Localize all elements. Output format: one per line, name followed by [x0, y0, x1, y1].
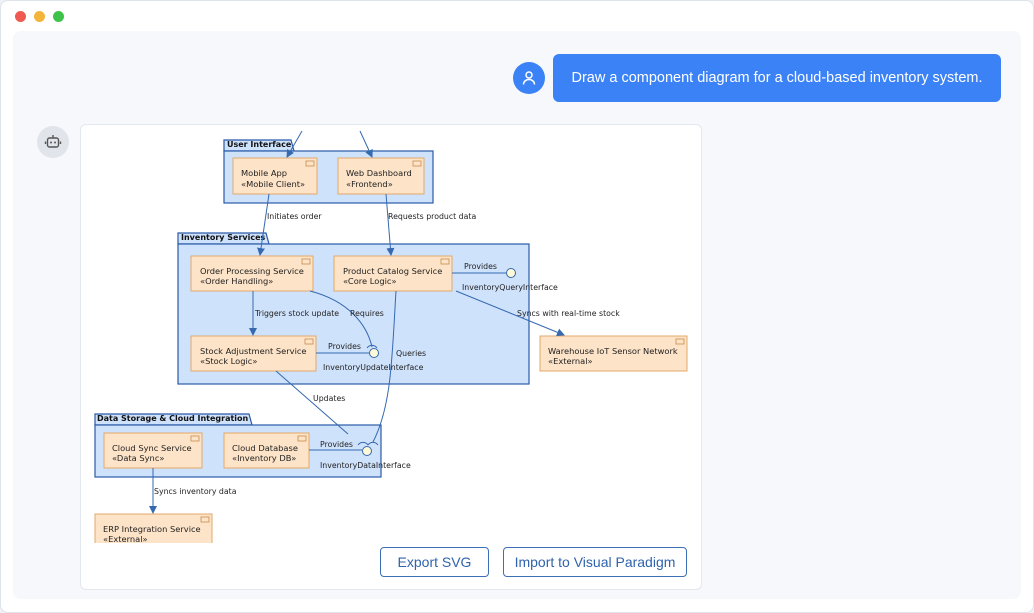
component-diagram: User Interface Inventory Services Data S…: [94, 130, 688, 543]
incoming-edge: [359, 130, 373, 158]
svg-text:«Inventory DB»: «Inventory DB»: [232, 453, 296, 463]
component-order-processing[interactable]: Order Processing Service «Order Handling…: [190, 255, 314, 292]
svg-text:Stock Adjustment Service: Stock Adjustment Service: [200, 346, 307, 356]
edge-requires: [309, 290, 373, 348]
interface-query-lollipop: [506, 268, 516, 278]
svg-text:«External»: «External»: [103, 534, 148, 543]
edge-label: Syncs inventory data: [154, 487, 237, 496]
edge-label: Initiates order: [267, 212, 322, 221]
package-label: Inventory Services: [181, 233, 266, 242]
svg-text:«Stock Logic»: «Stock Logic»: [200, 356, 257, 366]
svg-text:«Core Logic»: «Core Logic»: [343, 276, 397, 286]
bot-avatar: [37, 126, 69, 158]
edge-requests-product-data: [385, 193, 395, 256]
edge-label: Provides: [328, 342, 361, 351]
interface-update-lollipop: [369, 348, 379, 358]
export-svg-button[interactable]: Export SVG: [380, 547, 489, 577]
svg-text:«Data Sync»: «Data Sync»: [112, 453, 164, 463]
svg-text:Cloud Sync Service: Cloud Sync Service: [112, 443, 192, 453]
interface-label: InventoryQueryInterface: [462, 283, 558, 292]
interface-label: InventoryDataInterface: [320, 461, 411, 470]
diagram-panel: User Interface Inventory Services Data S…: [80, 124, 702, 590]
edge-updates: [275, 370, 349, 435]
close-window-button[interactable]: [15, 11, 26, 22]
edge-label: Requires: [350, 309, 384, 318]
component-cloud-sync[interactable]: Cloud Sync Service «Data Sync»: [103, 432, 203, 469]
svg-text:Order Processing Service: Order Processing Service: [200, 266, 304, 276]
chat-area: Draw a component diagram for a cloud-bas…: [13, 31, 1021, 599]
edge-label: Provides: [320, 440, 353, 449]
edge-syncs-realtime: [455, 290, 565, 337]
svg-text:Warehouse IoT Sensor Network: Warehouse IoT Sensor Network: [548, 346, 678, 356]
edge-label: Provides: [464, 262, 497, 271]
interface-data-lollipop: [362, 446, 372, 456]
component-product-catalog[interactable]: Product Catalog Service «Core Logic»: [333, 255, 453, 292]
svg-text:«Mobile Client»: «Mobile Client»: [241, 179, 305, 189]
interface-data-socket-1: [357, 441, 369, 446]
import-visual-paradigm-button[interactable]: Import to Visual Paradigm: [503, 547, 687, 577]
package-label: Data Storage & Cloud Integration: [97, 414, 249, 423]
edge-queries: [372, 290, 397, 443]
edge-label: Updates: [313, 394, 345, 403]
svg-text:«Frontend»: «Frontend»: [346, 179, 393, 189]
edge-label: Syncs with real-time stock: [517, 309, 620, 318]
component-cloud-database[interactable]: Cloud Database «Inventory DB»: [223, 432, 310, 469]
component-stock-adjustment[interactable]: Stock Adjustment Service «Stock Logic»: [190, 335, 317, 372]
package-label: User Interface: [227, 140, 292, 149]
svg-text:Product Catalog Service: Product Catalog Service: [343, 266, 442, 276]
incoming-edge: [286, 130, 303, 158]
svg-text:ERP Integration Service: ERP Integration Service: [103, 524, 201, 534]
edge-initiates-order: [257, 193, 270, 256]
svg-text:«Order Handling»: «Order Handling»: [200, 276, 273, 286]
component-web-dashboard[interactable]: Web Dashboard «Frontend»: [337, 157, 425, 195]
user-icon: [522, 71, 536, 85]
svg-text:«External»: «External»: [548, 356, 593, 366]
component-mobile-app[interactable]: Mobile App «Mobile Client»: [232, 157, 318, 195]
svg-text:Web Dashboard: Web Dashboard: [346, 168, 412, 178]
interface-update-socket: [366, 344, 378, 349]
interface-data-socket-2: [367, 441, 379, 446]
component-warehouse-iot[interactable]: Warehouse IoT Sensor Network «External»: [539, 335, 688, 372]
edge-label: Requests product data: [388, 212, 476, 221]
svg-text:Cloud Database: Cloud Database: [232, 443, 298, 453]
user-avatar: [513, 62, 545, 94]
user-message: Draw a component diagram for a cloud-bas…: [553, 54, 1001, 102]
edge-label: Queries: [396, 349, 426, 358]
robot-icon: [44, 135, 62, 148]
maximize-window-button[interactable]: [53, 11, 64, 22]
edge-label: Triggers stock update: [254, 309, 339, 318]
svg-text:Mobile App: Mobile App: [241, 168, 287, 178]
interface-label: InventoryUpdateInterface: [323, 363, 424, 372]
component-erp-integration[interactable]: ERP Integration Service «External»: [94, 513, 213, 543]
minimize-window-button[interactable]: [34, 11, 45, 22]
